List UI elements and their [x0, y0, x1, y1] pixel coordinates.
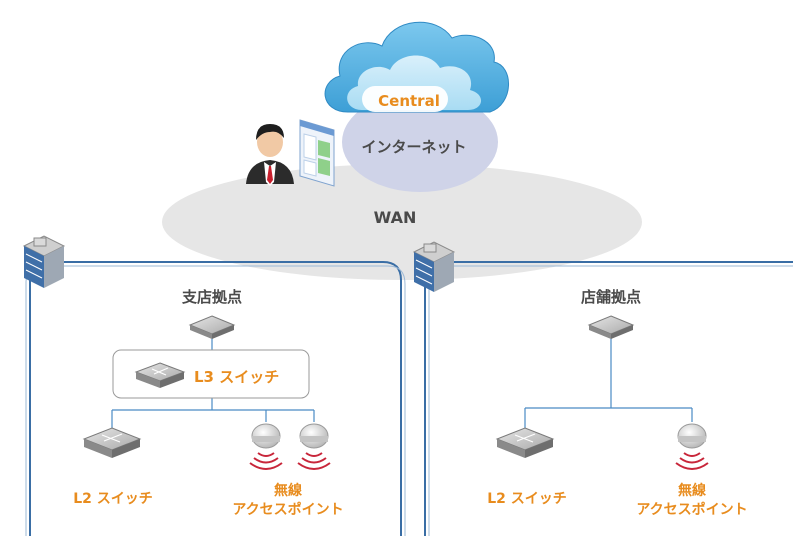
branch-ap-label-line2: アクセスポイント [232, 502, 344, 518]
switch-icon [134, 362, 186, 388]
building-icon [412, 241, 456, 292]
access-point-icon [299, 423, 329, 449]
store-title: 店舗拠点 [580, 288, 642, 306]
store-ap-label-line2: アクセスポイント [636, 502, 748, 518]
switch-icon [495, 427, 555, 458]
user-icon [246, 124, 294, 186]
building-icon [22, 235, 66, 288]
wan-label: WAN [373, 208, 417, 227]
l3-switch-label: L3 スイッチ [194, 368, 280, 386]
wireless-signal-icon [297, 452, 331, 470]
branch-title: 支店拠点 [181, 288, 243, 306]
internet-area [342, 92, 498, 192]
central-label: Central [378, 92, 440, 110]
switch-icon [82, 427, 142, 458]
wan-area [162, 164, 642, 280]
router-icon [188, 315, 236, 339]
store-ap-label-line1: 無線 [678, 483, 706, 499]
router-icon [587, 315, 635, 339]
store-links [524, 336, 693, 428]
wireless-signal-icon [675, 452, 709, 470]
access-point-icon [251, 423, 281, 449]
internet-label: インターネット [361, 138, 467, 156]
browser-window-icon [299, 119, 335, 187]
store-l2-switch-label: L2 スイッチ [487, 491, 567, 507]
wireless-signal-icon [249, 452, 283, 470]
access-point-icon [677, 423, 707, 449]
cloud-icon [324, 21, 509, 113]
branch-l2-switch-label: L2 スイッチ [73, 491, 153, 507]
branch-ap-label-line1: 無線 [274, 483, 302, 499]
